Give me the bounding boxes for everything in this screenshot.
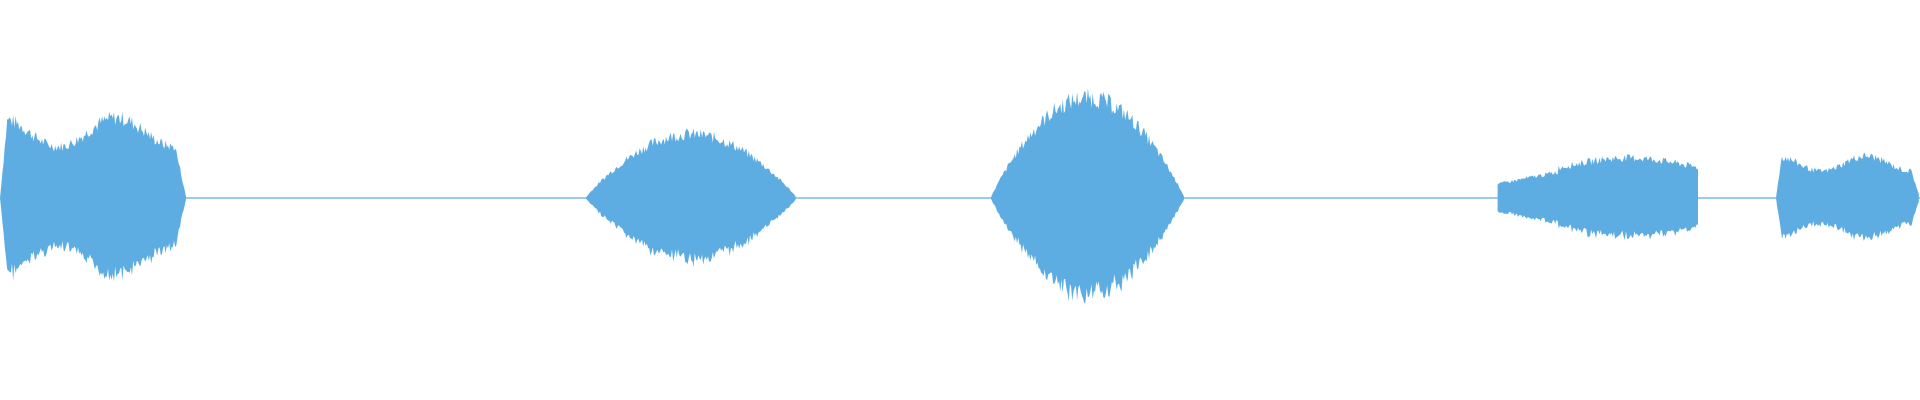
waveform-segment-1 bbox=[0, 111, 186, 282]
waveform-segment-2 bbox=[585, 128, 796, 267]
waveform-segment-5 bbox=[1776, 152, 1919, 241]
waveform-segment-3 bbox=[990, 88, 1184, 304]
waveform-segment-4 bbox=[1497, 154, 1698, 240]
waveform-segments bbox=[0, 88, 1919, 304]
